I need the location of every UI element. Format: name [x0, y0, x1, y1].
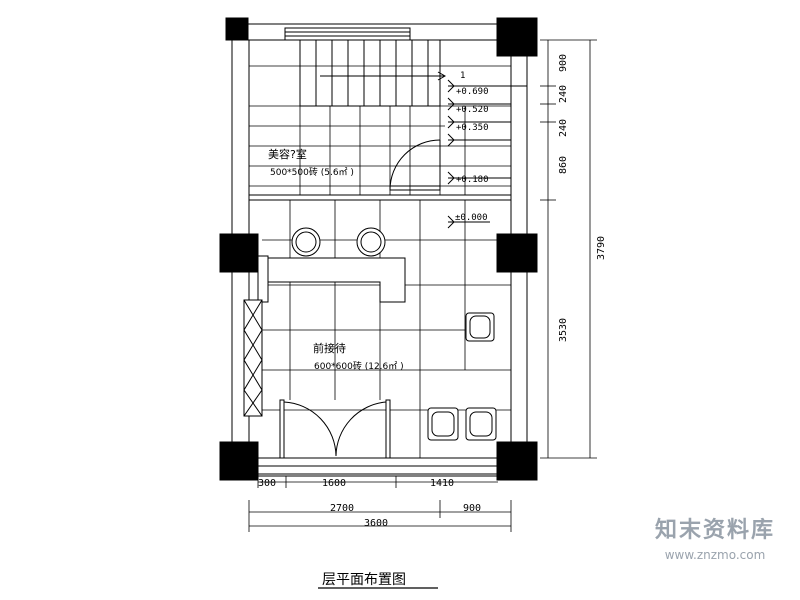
room-spec-reception: 600*600砖 (12.6㎡ ): [314, 360, 404, 372]
watermark-logo: 知末资料库: [654, 518, 775, 543]
dim-bottom: 300: [258, 478, 276, 489]
level-label: +0.180: [456, 175, 489, 185]
level-label: ±0.000: [455, 213, 488, 223]
structural-column: [219, 17, 538, 481]
top-room-door: [389, 139, 441, 191]
dim-bottom: 1600: [322, 478, 346, 489]
watermark: 知末资料库 www.znzmo.com: [640, 478, 790, 590]
partition-wall: [248, 194, 512, 201]
dim-right: 3530: [558, 318, 569, 342]
dim-bottom: 900: [463, 503, 481, 514]
level-label: +0.350: [456, 123, 489, 133]
dim-right-total: 3790: [596, 236, 607, 260]
dim-right: 240: [558, 85, 569, 103]
watermark-url: www.znzmo.com: [664, 548, 766, 562]
staircase: [284, 27, 447, 107]
dim-right: 240: [558, 119, 569, 137]
entrance-door: [257, 399, 499, 475]
dim-bottom: 1410: [430, 478, 454, 489]
room-spec-beauty: 500*500砖 (5.6㎡ ): [270, 166, 354, 178]
dim-right: 900: [558, 54, 569, 72]
right-dimension-lines: [540, 39, 597, 459]
level-label: +0.690: [456, 87, 489, 97]
room-name-beauty: 美容?室: [268, 147, 307, 161]
dim-bottom: 2700: [330, 503, 354, 514]
room-name-reception: 前接待: [313, 341, 346, 355]
display-cabinet: [243, 299, 263, 417]
dim-right: 860: [558, 156, 569, 174]
dim-bottom-total: 3600: [364, 518, 388, 529]
bottom-dimension-lines: [248, 476, 512, 532]
level-label: +0.520: [456, 105, 489, 115]
bar-stool: [291, 227, 386, 257]
drawing-title: 层平面布置图: [322, 572, 406, 588]
level-markers: [447, 79, 511, 229]
armchair: [427, 312, 497, 441]
stair-mark: 1: [460, 71, 465, 81]
reception-counter: [257, 255, 406, 303]
